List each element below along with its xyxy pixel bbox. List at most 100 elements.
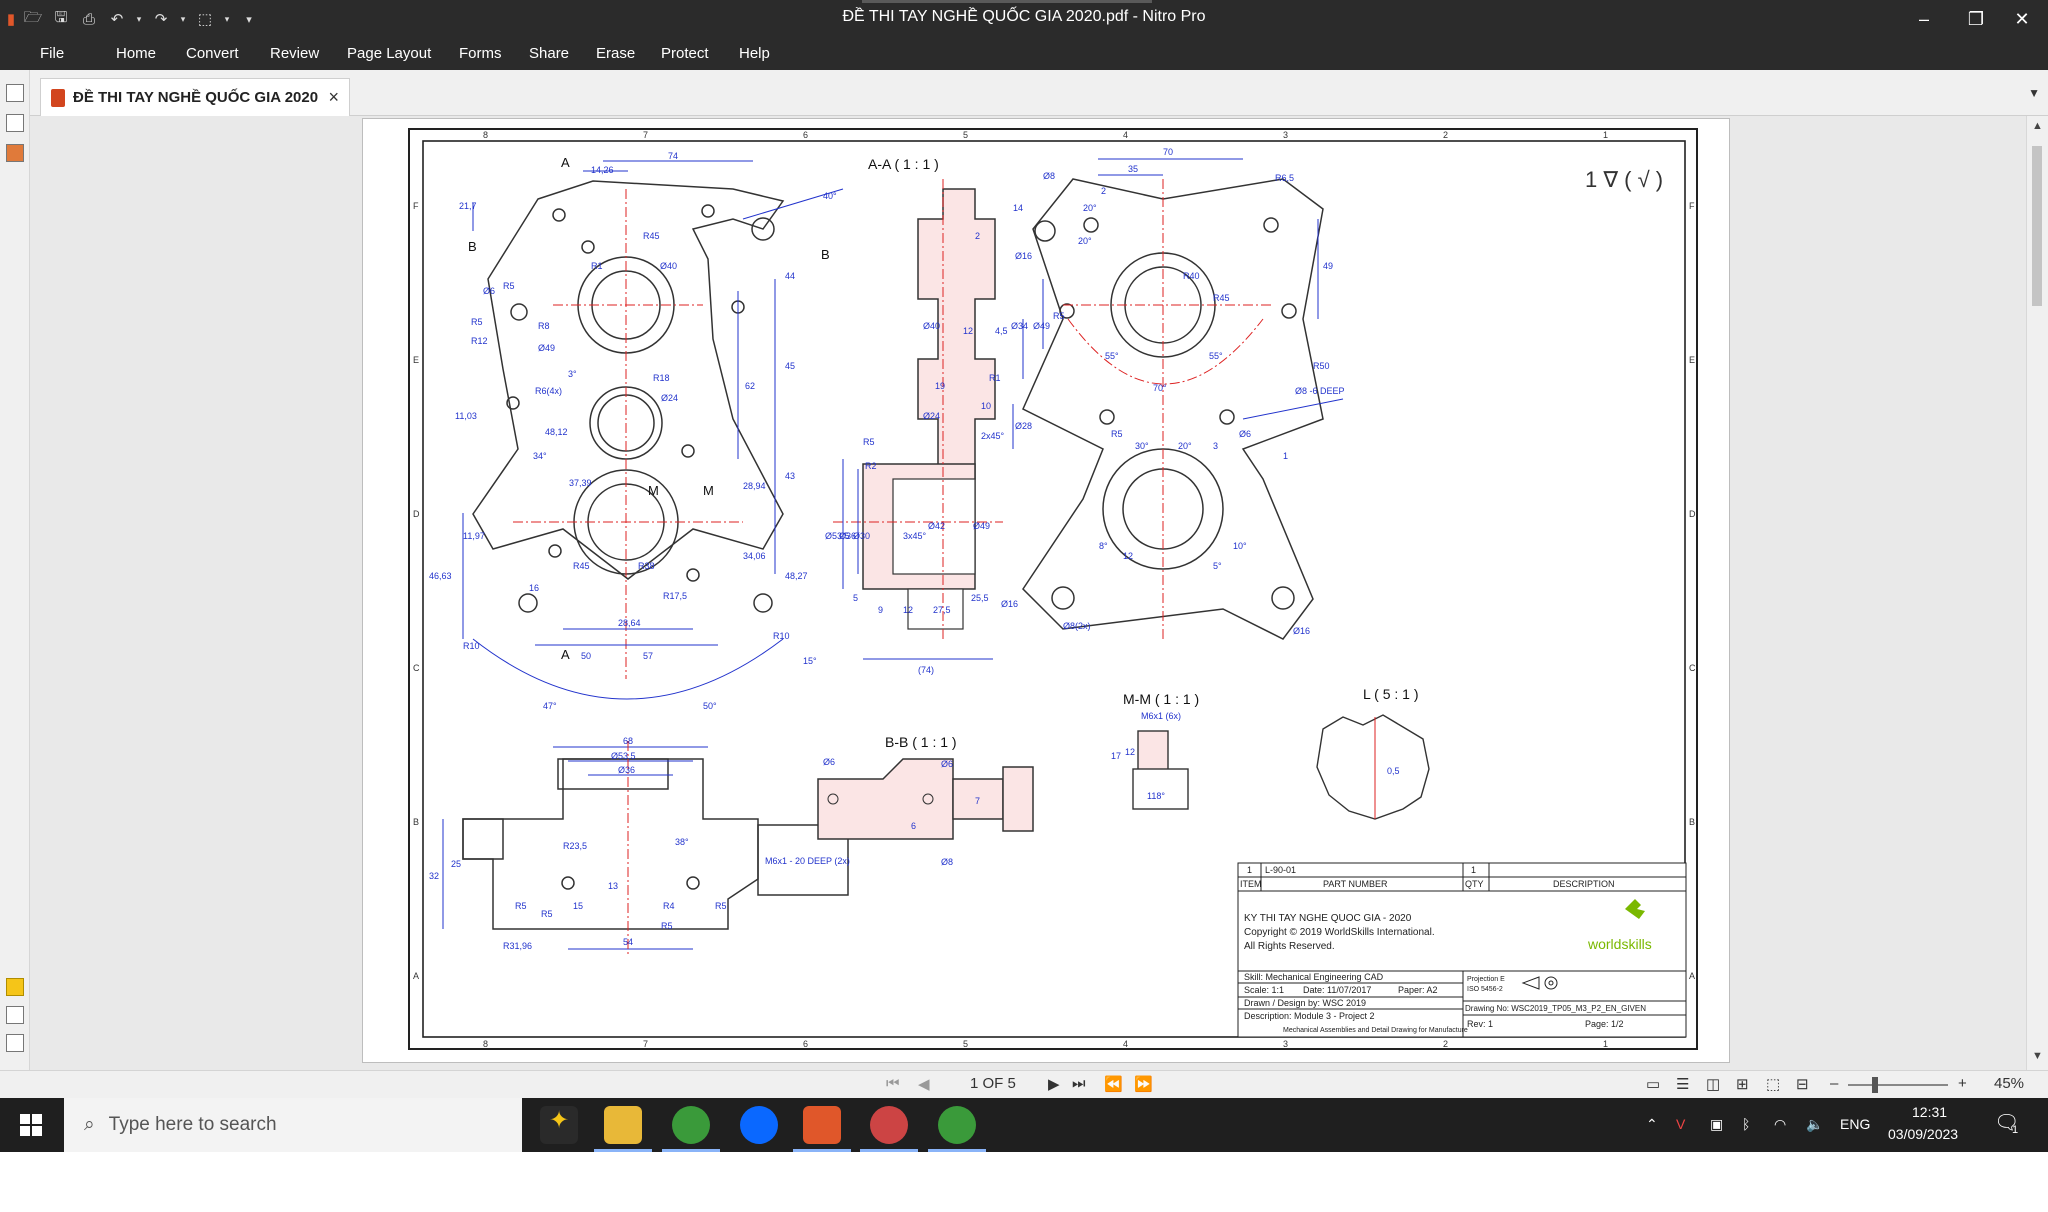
- bom-table: 1 L-90-01 1 ITEM PART NUMBER QTY DESCRIP…: [1237, 862, 1687, 892]
- save-icon[interactable]: 🖫: [54, 8, 68, 26]
- document-tab[interactable]: ĐỀ THI TAY NGHỀ QUỐC GIA 2020 ×: [40, 78, 350, 116]
- vertical-scrollbar[interactable]: ▲ ▼: [2026, 116, 2048, 1070]
- file-explorer-icon[interactable]: [594, 1106, 652, 1152]
- continuous-view-icon[interactable]: ☰: [1676, 1076, 1690, 1093]
- menu-page-layout[interactable]: Page Layout: [347, 45, 432, 62]
- cad-app-icon[interactable]: [860, 1106, 918, 1152]
- output-panel-icon[interactable]: [6, 1006, 24, 1024]
- menu-help[interactable]: Help: [739, 45, 770, 62]
- notifications-icon[interactable]: 🗨: [1994, 1112, 2020, 1134]
- wifi-icon[interactable]: ◠: [1774, 1116, 1787, 1132]
- windows-start-icon[interactable]: [20, 1114, 42, 1136]
- left-panel-strip: [0, 70, 30, 1078]
- comments-panel-icon[interactable]: [6, 978, 24, 996]
- zoom-out-button[interactable]: –: [1830, 1075, 1839, 1092]
- pdf-file-icon: [51, 88, 65, 107]
- zone-num-top: 3: [1283, 130, 1288, 140]
- clock-date[interactable]: 03/09/2023: [1888, 1126, 1959, 1142]
- dim-text: R5: [661, 921, 673, 931]
- zalo-icon[interactable]: [740, 1106, 778, 1144]
- select-dropdown-icon[interactable]: ▾: [224, 13, 230, 24]
- front-dimension-lines: [462, 160, 844, 700]
- dim-text: 14,26: [591, 165, 614, 175]
- device-tray-icon[interactable]: ▣: [1710, 1116, 1724, 1132]
- dim-text: 13: [608, 881, 618, 891]
- dim-text: 62: [745, 381, 755, 391]
- tb-projection: Projection E: [1467, 976, 1505, 983]
- last-page-icon[interactable]: ⏭: [1072, 1075, 1086, 1092]
- language-indicator[interactable]: ENG: [1840, 1116, 1871, 1132]
- restore-button[interactable]: ❐: [1967, 8, 1985, 29]
- tab-close-icon[interactable]: ×: [328, 87, 339, 107]
- document-viewer[interactable]: 8 7 6 5 4 3 2 1 8 7 6 5 4 3 2 1: [30, 116, 2032, 1070]
- attachments-panel-icon[interactable]: [6, 114, 24, 132]
- front-centerlines: [513, 189, 743, 679]
- bom-qty: 1: [1471, 865, 1476, 875]
- menu-forms[interactable]: Forms: [459, 45, 502, 62]
- facing-view-icon[interactable]: ◫: [1706, 1076, 1721, 1093]
- previous-view-icon[interactable]: ⏪: [1104, 1076, 1123, 1093]
- dim-text: 57: [643, 651, 653, 661]
- prev-page-icon[interactable]: ◀: [918, 1076, 930, 1093]
- undo-dropdown-icon[interactable]: ▾: [136, 13, 142, 24]
- customize-icon[interactable]: ▾: [246, 13, 252, 26]
- bookmarks-panel-icon[interactable]: [6, 144, 24, 162]
- clock-time[interactable]: 12:31: [1912, 1104, 1948, 1120]
- menu-convert[interactable]: Convert: [186, 45, 239, 62]
- svg-text:M: M: [648, 483, 659, 498]
- single-page-view-icon[interactable]: ▭: [1646, 1076, 1661, 1093]
- zoom-slider-thumb[interactable]: [1872, 1077, 1878, 1093]
- minimize-button[interactable]: –: [1918, 8, 1929, 29]
- zone-num-top: 2: [1443, 130, 1448, 140]
- next-page-icon[interactable]: ▶: [1048, 1076, 1060, 1093]
- scrollbar-thumb[interactable]: [2032, 146, 2042, 306]
- scroll-down-icon[interactable]: ▼: [2032, 1050, 2043, 1062]
- first-page-icon[interactable]: ⏮: [886, 1075, 900, 1092]
- dim-text: 11,03: [455, 411, 477, 421]
- nitro-pro-taskbar-icon[interactable]: [793, 1106, 851, 1152]
- fit-page-icon[interactable]: ⊟: [1796, 1076, 1809, 1093]
- print-icon[interactable]: ⎙: [82, 10, 95, 28]
- open-folder-icon[interactable]: 🗁: [23, 8, 43, 26]
- scroll-up-icon[interactable]: ▲: [2032, 120, 2043, 132]
- zoom-in-button[interactable]: +: [1958, 1075, 1967, 1092]
- redo-dropdown-icon[interactable]: ▾: [180, 13, 186, 24]
- dim-text: 55°: [1105, 351, 1119, 361]
- zoom-slider-track[interactable]: [1848, 1084, 1948, 1086]
- menu-erase[interactable]: Erase: [596, 45, 636, 62]
- redo-icon[interactable]: ↷: [154, 11, 168, 28]
- continuous-facing-icon[interactable]: ⊞: [1736, 1076, 1749, 1093]
- dim-text: R6,5: [1275, 173, 1294, 183]
- properties-panel-icon[interactable]: [6, 1034, 24, 1052]
- magic-wand-app-icon[interactable]: ✦: [540, 1106, 578, 1144]
- dim-text: M6x1 (6x): [1141, 711, 1181, 721]
- page-indicator[interactable]: 1 OF 5: [970, 1075, 1016, 1092]
- taskbar-search-box[interactable]: ⌕ Type here to search: [64, 1098, 522, 1152]
- show-hidden-icons-icon[interactable]: ⌃: [1646, 1116, 1658, 1132]
- select-tool-icon[interactable]: ⬚: [197, 11, 213, 28]
- bluetooth-tray-icon[interactable]: ᛒ: [1742, 1116, 1751, 1132]
- menu-share[interactable]: Share: [529, 45, 570, 62]
- bom-part: L-90-01: [1265, 865, 1296, 875]
- menu-file[interactable]: File: [40, 45, 65, 62]
- menu-review[interactable]: Review: [270, 45, 320, 62]
- title-bar: ▮ 🗁 🖫 ⎙ ↶ ▾ ↷ ▾ ⬚ ▾ ▾ ĐỀ THI TAY NGHỀ QU…: [0, 0, 2048, 38]
- dim-text: 48,27: [785, 571, 808, 581]
- dim-text: 11,97: [463, 531, 485, 541]
- dim-text: Ø6: [483, 286, 495, 296]
- close-button[interactable]: ✕: [2014, 8, 2030, 29]
- pages-panel-icon[interactable]: [6, 84, 24, 102]
- next-view-icon[interactable]: ⏩: [1134, 1076, 1153, 1093]
- browser-app-icon[interactable]: [662, 1106, 720, 1152]
- volume-icon[interactable]: 🔈: [1806, 1116, 1824, 1132]
- antivirus-tray-icon[interactable]: V: [1676, 1116, 1686, 1132]
- fit-width-icon[interactable]: ⬚: [1766, 1076, 1781, 1093]
- dim-text: 20°: [1178, 441, 1192, 451]
- browser-app-2-icon[interactable]: [928, 1106, 986, 1152]
- dim-text: 35: [1128, 164, 1138, 174]
- tab-list-dropdown-icon[interactable]: ▼: [2028, 86, 2040, 100]
- menu-home[interactable]: Home: [116, 45, 157, 62]
- undo-icon[interactable]: ↶: [110, 11, 124, 28]
- zoom-level[interactable]: 45%: [1994, 1075, 2025, 1092]
- menu-protect[interactable]: Protect: [661, 45, 709, 62]
